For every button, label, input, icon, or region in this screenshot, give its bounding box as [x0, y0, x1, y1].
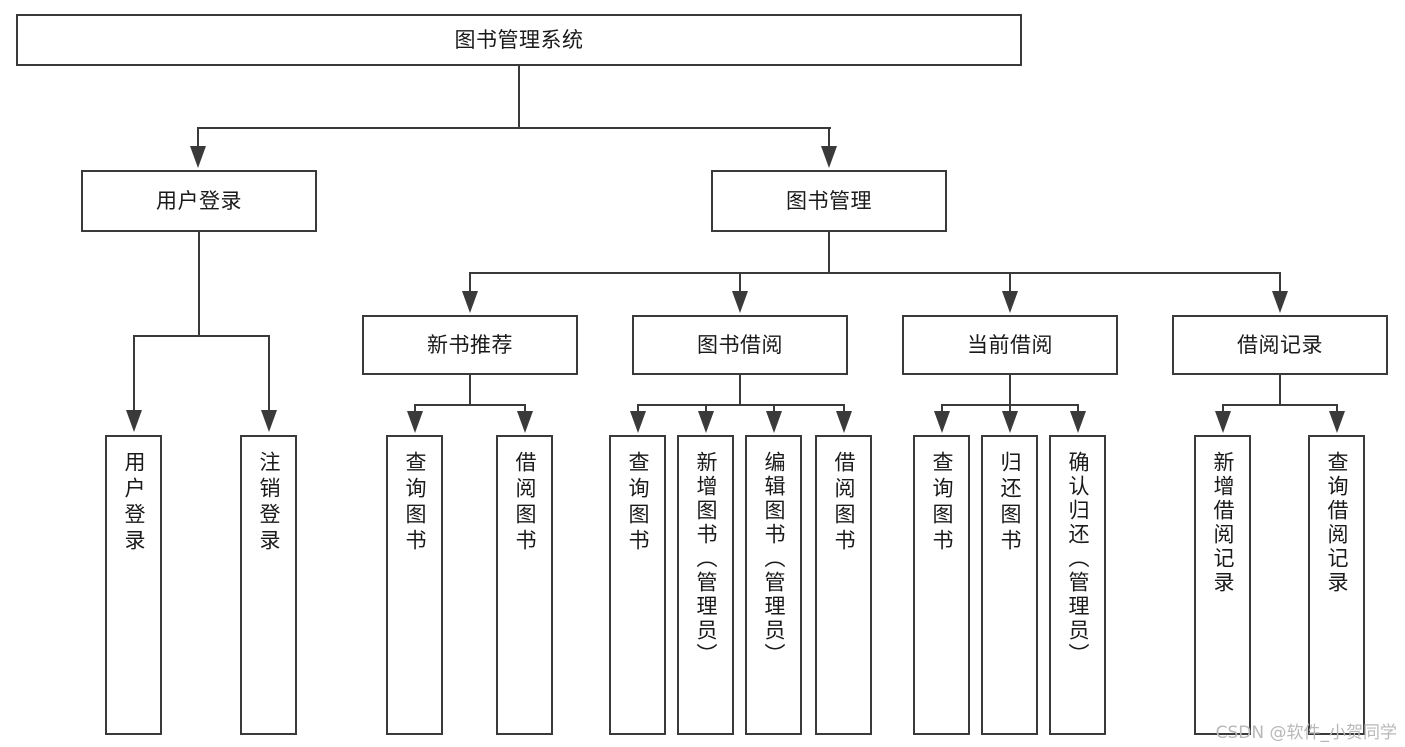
node-label: 用户登录	[156, 188, 242, 213]
connector-leaf-query-record	[1336, 404, 1338, 414]
arrowhead-leaf-logout-login	[261, 410, 277, 432]
connector-leaf-logout-login	[268, 335, 270, 412]
node-leaf-confirm-return[interactable]: 确认归还（管理员）	[1049, 435, 1106, 735]
connector-root-stem	[518, 66, 520, 128]
arrowhead-leaf-query-record	[1329, 411, 1345, 433]
node-book-manage[interactable]: 图书管理	[711, 170, 947, 232]
connector-leaf-add-record	[1222, 404, 1224, 414]
arrowhead-leaf-edit-book	[766, 411, 782, 433]
connector-leaf-borrow-book-1	[524, 404, 526, 414]
connector-to-book-borrow	[739, 272, 741, 294]
node-label: 归还图书	[998, 451, 1022, 555]
node-borrow-record[interactable]: 借阅记录	[1172, 315, 1388, 375]
node-leaf-add-record[interactable]: 新增借阅记录	[1194, 435, 1251, 735]
node-label: 用户登录	[122, 451, 146, 555]
connector-book-borrow-stem	[739, 375, 741, 406]
node-label: 当前借阅	[967, 332, 1053, 357]
connector-leaf-add-book	[705, 404, 707, 414]
connector-book-borrow-bus	[637, 404, 845, 406]
node-label: 借阅记录	[1237, 332, 1323, 357]
connector-leaf-user-login	[133, 335, 135, 412]
connector-book-manage-stem	[828, 232, 830, 273]
node-label: 新书推荐	[427, 332, 513, 357]
connector-new-book-recommend-bus	[414, 404, 526, 406]
node-label: 新增图书（管理员）	[694, 451, 718, 667]
arrowhead-leaf-confirm-return	[1070, 411, 1086, 433]
connector-user-login-stem	[198, 232, 200, 336]
arrowhead-leaf-user-login	[126, 410, 142, 432]
node-root-system[interactable]: 图书管理系统	[16, 14, 1022, 66]
connector-to-new-book-recommend	[469, 272, 471, 294]
node-leaf-user-login[interactable]: 用户登录	[105, 435, 162, 735]
arrowhead-current-borrow	[1002, 291, 1018, 313]
node-user-login[interactable]: 用户登录	[81, 170, 317, 232]
arrowhead-leaf-add-book	[698, 411, 714, 433]
node-label: 查询图书	[930, 451, 954, 555]
node-label: 查询图书	[403, 451, 427, 555]
connector-level1-bus	[197, 127, 831, 129]
node-label: 查询图书	[626, 451, 650, 555]
node-label: 新增借阅记录	[1211, 451, 1235, 595]
connector-leaf-query-book-2	[637, 404, 639, 414]
connector-new-book-recommend-stem	[469, 375, 471, 406]
node-leaf-query-book-1[interactable]: 查询图书	[386, 435, 443, 735]
node-leaf-add-book[interactable]: 新增图书（管理员）	[677, 435, 734, 735]
connector-leaf-edit-book	[773, 404, 775, 414]
arrowhead-leaf-borrow-book-1	[517, 411, 533, 433]
node-leaf-borrow-book-1[interactable]: 借阅图书	[496, 435, 553, 735]
connector-user-login-bus	[133, 335, 270, 337]
connector-borrow-record-stem	[1279, 375, 1281, 406]
connector-to-borrow-record	[1279, 272, 1281, 294]
connector-leaf-query-book-3	[941, 404, 943, 414]
node-leaf-edit-book[interactable]: 编辑图书（管理员）	[745, 435, 802, 735]
node-new-book-recommend[interactable]: 新书推荐	[362, 315, 578, 375]
connector-leaf-return-book	[1009, 404, 1011, 414]
arrowhead-book-manage	[821, 146, 837, 168]
connector-to-user-login	[197, 127, 199, 149]
arrowhead-leaf-return-book	[1002, 411, 1018, 433]
connector-to-current-borrow	[1009, 272, 1011, 294]
connector-current-borrow-stem	[1009, 375, 1011, 406]
node-label: 注销登录	[257, 451, 281, 555]
node-label: 借阅图书	[513, 451, 537, 555]
connector-to-book-manage	[828, 127, 830, 149]
arrowhead-new-book-recommend	[462, 291, 478, 313]
node-leaf-query-record[interactable]: 查询借阅记录	[1308, 435, 1365, 735]
arrowhead-user-login	[190, 146, 206, 168]
node-label: 图书管理	[786, 188, 872, 213]
arrowhead-leaf-query-book-3	[934, 411, 950, 433]
connector-leaf-borrow-book-2	[843, 404, 845, 414]
node-book-borrow[interactable]: 图书借阅	[632, 315, 848, 375]
arrowhead-leaf-add-record	[1215, 411, 1231, 433]
connector-leaf-confirm-return	[1077, 404, 1079, 414]
connector-borrow-record-bus	[1222, 404, 1338, 406]
connector-level2-bus	[469, 272, 1281, 274]
arrowhead-borrow-record	[1272, 291, 1288, 313]
node-current-borrow[interactable]: 当前借阅	[902, 315, 1118, 375]
node-leaf-query-book-2[interactable]: 查询图书	[609, 435, 666, 735]
node-leaf-return-book[interactable]: 归还图书	[981, 435, 1038, 735]
node-label: 确认归还（管理员）	[1066, 451, 1090, 667]
node-label: 查询借阅记录	[1325, 451, 1349, 595]
node-leaf-query-book-3[interactable]: 查询图书	[913, 435, 970, 735]
node-leaf-logout-login[interactable]: 注销登录	[240, 435, 297, 735]
node-leaf-borrow-book-2[interactable]: 借阅图书	[815, 435, 872, 735]
arrowhead-leaf-borrow-book-2	[836, 411, 852, 433]
arrowhead-leaf-query-book-2	[630, 411, 646, 433]
arrowhead-leaf-query-book-1	[407, 411, 423, 433]
node-label: 借阅图书	[832, 451, 856, 555]
connector-leaf-query-book-1	[414, 404, 416, 414]
node-label: 图书借阅	[697, 332, 783, 357]
arrowhead-book-borrow	[732, 291, 748, 313]
node-label: 图书管理系统	[454, 27, 584, 52]
node-label: 编辑图书（管理员）	[762, 451, 786, 667]
